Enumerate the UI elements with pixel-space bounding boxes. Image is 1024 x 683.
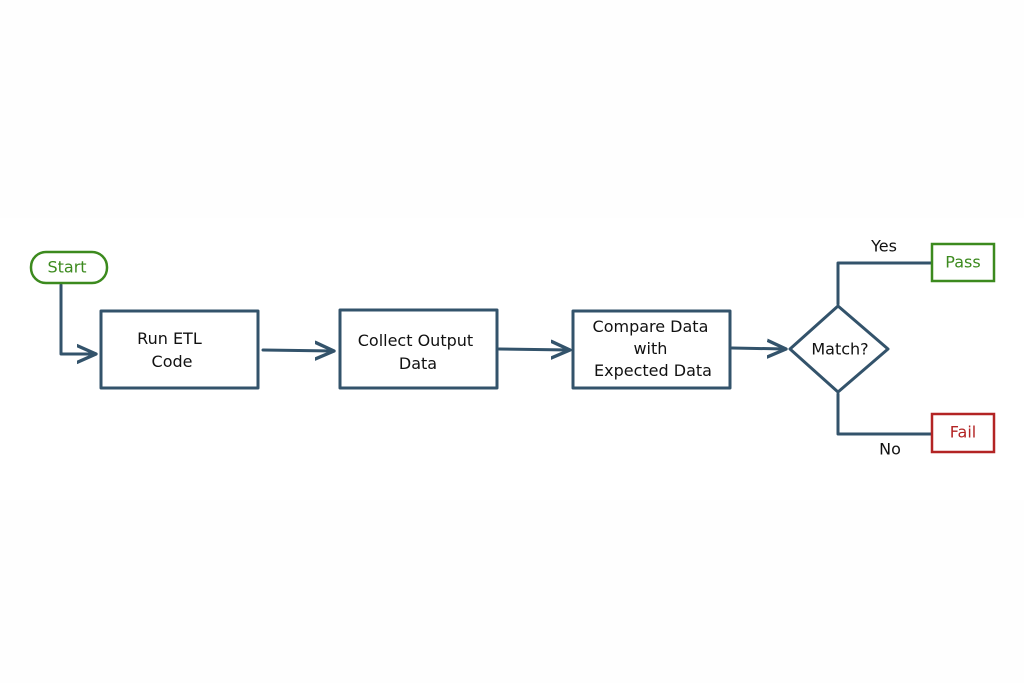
compare-data-node [571, 309, 732, 390]
edge-compare-to-match [730, 348, 786, 349]
collect-output-data-label: Collect Output Data [358, 331, 479, 373]
edge-run-etl-to-collect [261, 350, 334, 351]
pass-node [930, 242, 996, 283]
fail-label: Fail [950, 423, 976, 442]
start-node [29, 250, 109, 285]
no-edge-label: No [879, 440, 901, 459]
edge-match-no-to-fail [836, 392, 933, 436]
fail-node [930, 412, 996, 454]
edge-collect-to-compare [497, 349, 570, 350]
match-decision-node [788, 304, 890, 394]
match-decision-label: Match? [811, 340, 868, 359]
edge-match-yes-to-pass [836, 261, 933, 306]
pass-label: Pass [945, 253, 980, 272]
start-label: Start [47, 258, 86, 277]
collect-output-data-node [338, 308, 499, 390]
edge-start-to-run-etl [59, 283, 96, 354]
run-etl-code-node [99, 309, 260, 390]
run-etl-code-label: Run ETL Code [137, 329, 207, 371]
yes-edge-label: Yes [870, 237, 897, 256]
compare-data-label: Compare Data with Expected Data [593, 317, 714, 380]
